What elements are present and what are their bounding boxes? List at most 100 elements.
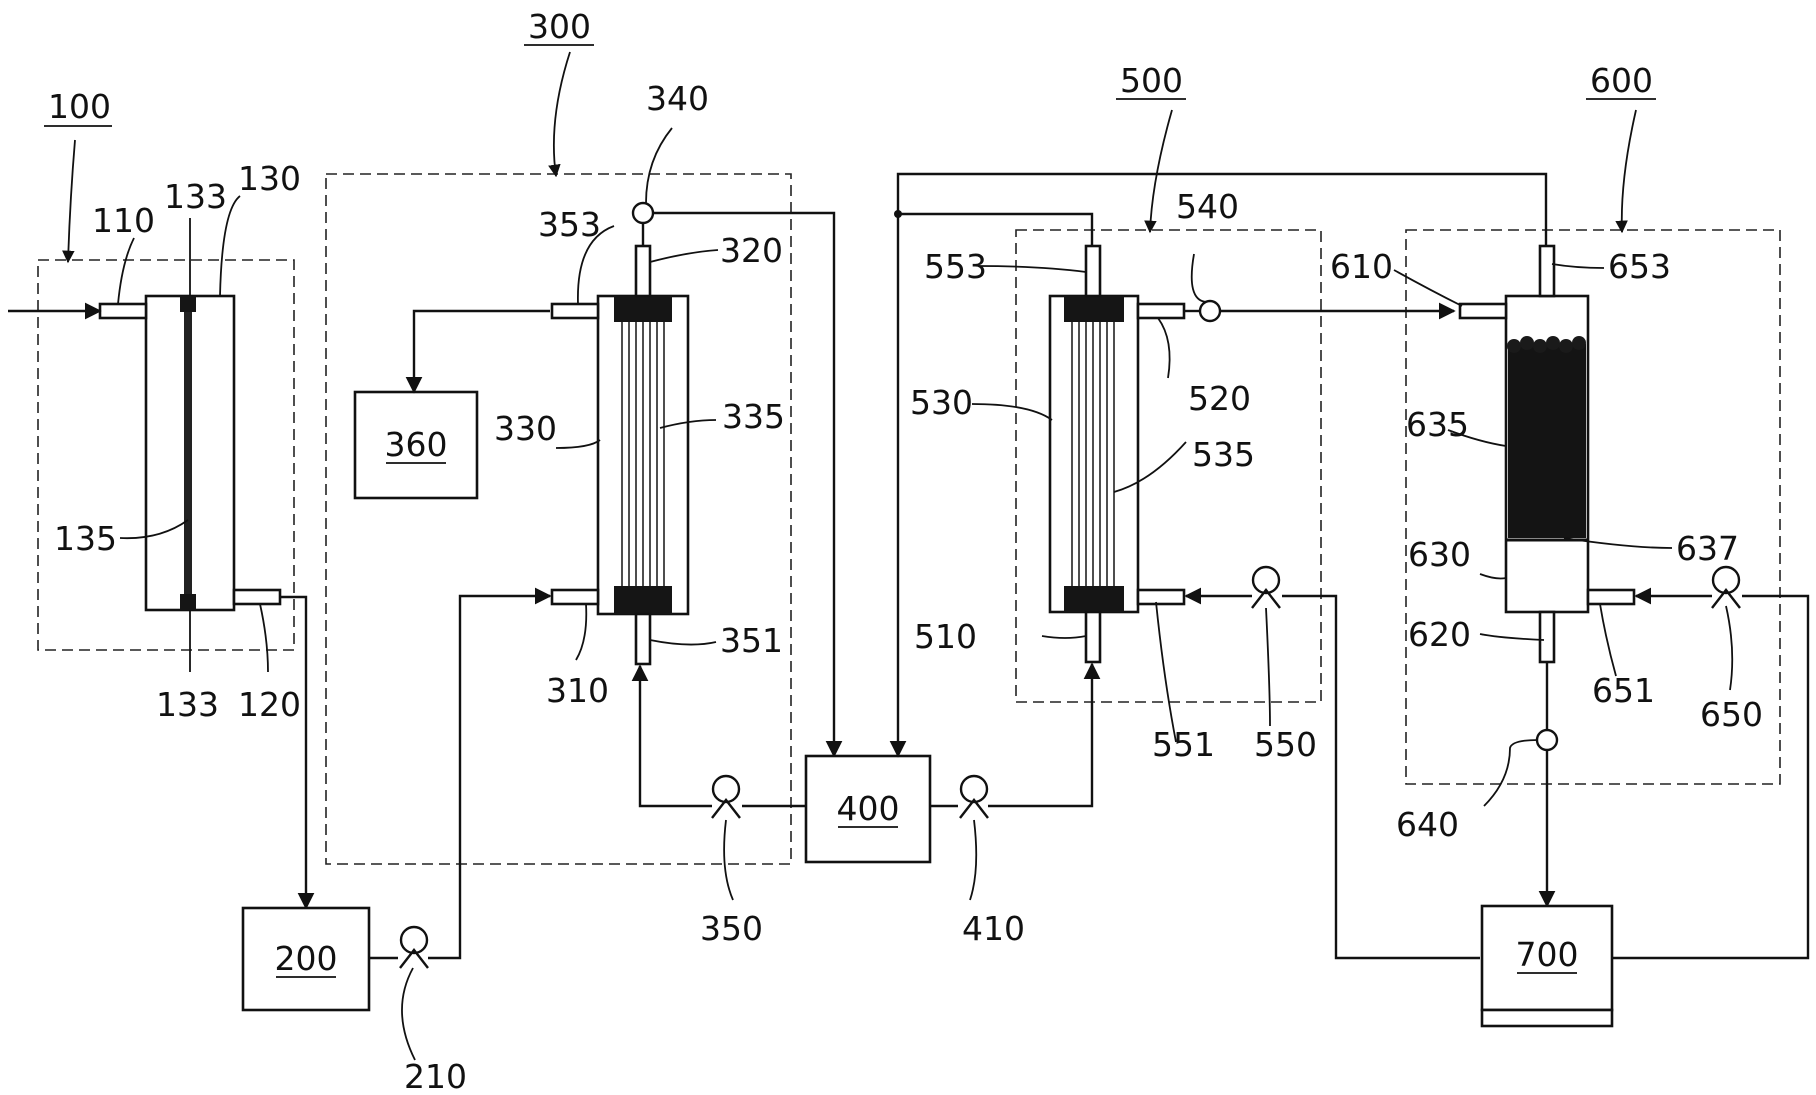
module-300-bottom-potting	[614, 586, 672, 614]
svg-text:200: 200	[275, 939, 338, 978]
label-520: 520	[1188, 379, 1251, 418]
box-360	[353, 390, 479, 500]
label-351: 351	[720, 621, 783, 660]
svg-text:360: 360	[385, 425, 448, 464]
port-353	[550, 302, 600, 320]
label-550: 550	[1254, 725, 1317, 764]
line-653-return	[889, 172, 1548, 758]
svg-text:400: 400	[837, 789, 900, 828]
label-340: 340	[646, 79, 709, 118]
unit-100-label: 100	[44, 87, 112, 127]
label-530: 530	[910, 383, 973, 422]
label-510: 510	[914, 617, 977, 656]
unit-600-label: 600	[1586, 61, 1656, 100]
unit-600-boundary	[1405, 229, 1781, 785]
line-120-to-200	[280, 595, 315, 910]
port-551	[1136, 588, 1186, 606]
line-353-to-360	[405, 309, 550, 394]
line-553-to-junction	[898, 212, 1094, 246]
unit-300-boundary	[325, 173, 792, 865]
packing-bed-635	[1508, 344, 1586, 538]
box-400	[804, 754, 932, 864]
label-410: 410	[962, 909, 1025, 948]
valve-640	[1535, 728, 1559, 752]
label-310: 310	[546, 671, 609, 710]
pump-350	[711, 774, 741, 819]
label-130: 130	[238, 159, 301, 198]
module-500-bottom-potting	[1064, 586, 1124, 612]
label-210: 210	[404, 1057, 467, 1095]
label-353: 353	[538, 205, 601, 244]
leader-lines	[117, 127, 1734, 1061]
pump-210	[399, 925, 429, 969]
unit-100-boundary	[37, 259, 295, 651]
label-335: 335	[722, 397, 785, 436]
label-320: 320	[720, 231, 783, 270]
unit-300-label: 300	[524, 7, 594, 46]
port-120	[232, 588, 282, 606]
label-610: 610	[1330, 247, 1393, 286]
label-553: 553	[924, 247, 987, 286]
label-540: 540	[1176, 187, 1239, 226]
port-510	[1084, 610, 1102, 664]
label-630: 630	[1408, 535, 1471, 574]
module-500-shell	[1048, 294, 1140, 614]
module-300-top-potting	[614, 296, 672, 322]
fiber-bundle-535	[1071, 322, 1115, 586]
label-535: 535	[1192, 435, 1255, 474]
box-700-label: 700	[1516, 935, 1579, 974]
label-120: 120	[238, 685, 301, 724]
label-133-top: 133	[164, 177, 227, 216]
svg-text:500: 500	[1120, 61, 1183, 100]
port-610	[1458, 302, 1508, 320]
box-400-label: 400	[837, 789, 900, 828]
box-200-label: 200	[275, 939, 338, 978]
unit-500-boundary	[1015, 229, 1322, 703]
label-135: 135	[54, 519, 117, 558]
valve-340	[631, 201, 655, 225]
label-635: 635	[1406, 405, 1469, 444]
label-637: 637	[1676, 529, 1739, 568]
label-651: 651	[1592, 671, 1655, 710]
pump-550	[1251, 565, 1281, 609]
svg-text:100: 100	[48, 87, 111, 126]
label-620: 620	[1408, 615, 1471, 654]
box-700	[1480, 904, 1614, 1012]
unit-600-leader	[1615, 109, 1637, 234]
port-553	[1084, 244, 1102, 298]
port-520	[1136, 302, 1186, 320]
unit-100-leader	[62, 139, 76, 264]
port-320	[634, 244, 652, 298]
box-360-label: 360	[385, 425, 448, 464]
line-700-to-pump-650	[1612, 594, 1810, 960]
seal-133-bottom	[180, 594, 196, 610]
svg-text:600: 600	[1590, 61, 1653, 100]
label-110: 110	[92, 201, 155, 240]
fiber-bundle-335	[621, 322, 665, 586]
line-pump-410-to-510	[988, 662, 1101, 808]
pump-650	[1711, 565, 1741, 609]
port-310	[550, 588, 600, 606]
svg-text:300: 300	[528, 7, 591, 46]
packing-bed-top-beads	[1507, 336, 1586, 353]
line-700-to-pump-550	[1282, 594, 1480, 960]
seal-133-top	[180, 296, 196, 312]
line-valve-340-to-400	[653, 211, 843, 758]
label-640: 640	[1396, 805, 1459, 844]
box-700-base	[1480, 1008, 1614, 1028]
port-653	[1538, 244, 1556, 298]
label-653: 653	[1608, 247, 1671, 286]
line-pump-210-to-310	[428, 587, 552, 960]
column-100-center-tube	[184, 296, 192, 610]
port-110	[98, 302, 148, 320]
port-651	[1586, 588, 1636, 606]
port-620	[1538, 610, 1556, 664]
box-200	[241, 906, 371, 1012]
module-500-top-potting	[1064, 296, 1124, 322]
port-351	[634, 612, 652, 666]
valve-540	[1198, 299, 1222, 323]
unit-500-label: 500	[1116, 61, 1186, 100]
label-650: 650	[1700, 695, 1763, 734]
unit-300-leader	[548, 51, 571, 178]
